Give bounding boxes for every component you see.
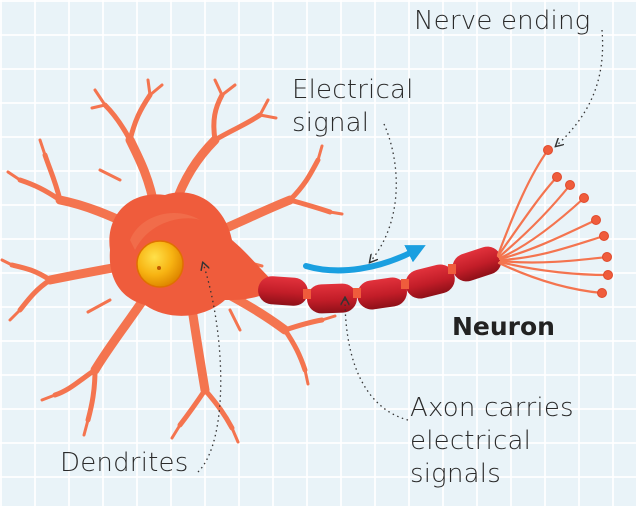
axon-label-line-3: signals <box>410 458 574 491</box>
axon <box>257 243 505 314</box>
axon-label-line-1: Axon carries <box>410 392 574 425</box>
nerve-ending-label: Nerve ending <box>414 5 590 38</box>
dendrites-label: Dendrites <box>60 447 188 480</box>
diagram-title: Neuron <box>452 312 555 341</box>
nucleus <box>137 241 183 287</box>
electrical-signal-line-2: signal <box>292 107 414 140</box>
axon-label-line-2: electrical <box>410 425 574 458</box>
axon-label: Axon carries electrical signals <box>410 392 574 491</box>
signal-arrow <box>306 252 412 270</box>
electrical-signal-line-1: Electrical <box>292 74 414 107</box>
electrical-signal-label: Electrical signal <box>292 74 414 140</box>
